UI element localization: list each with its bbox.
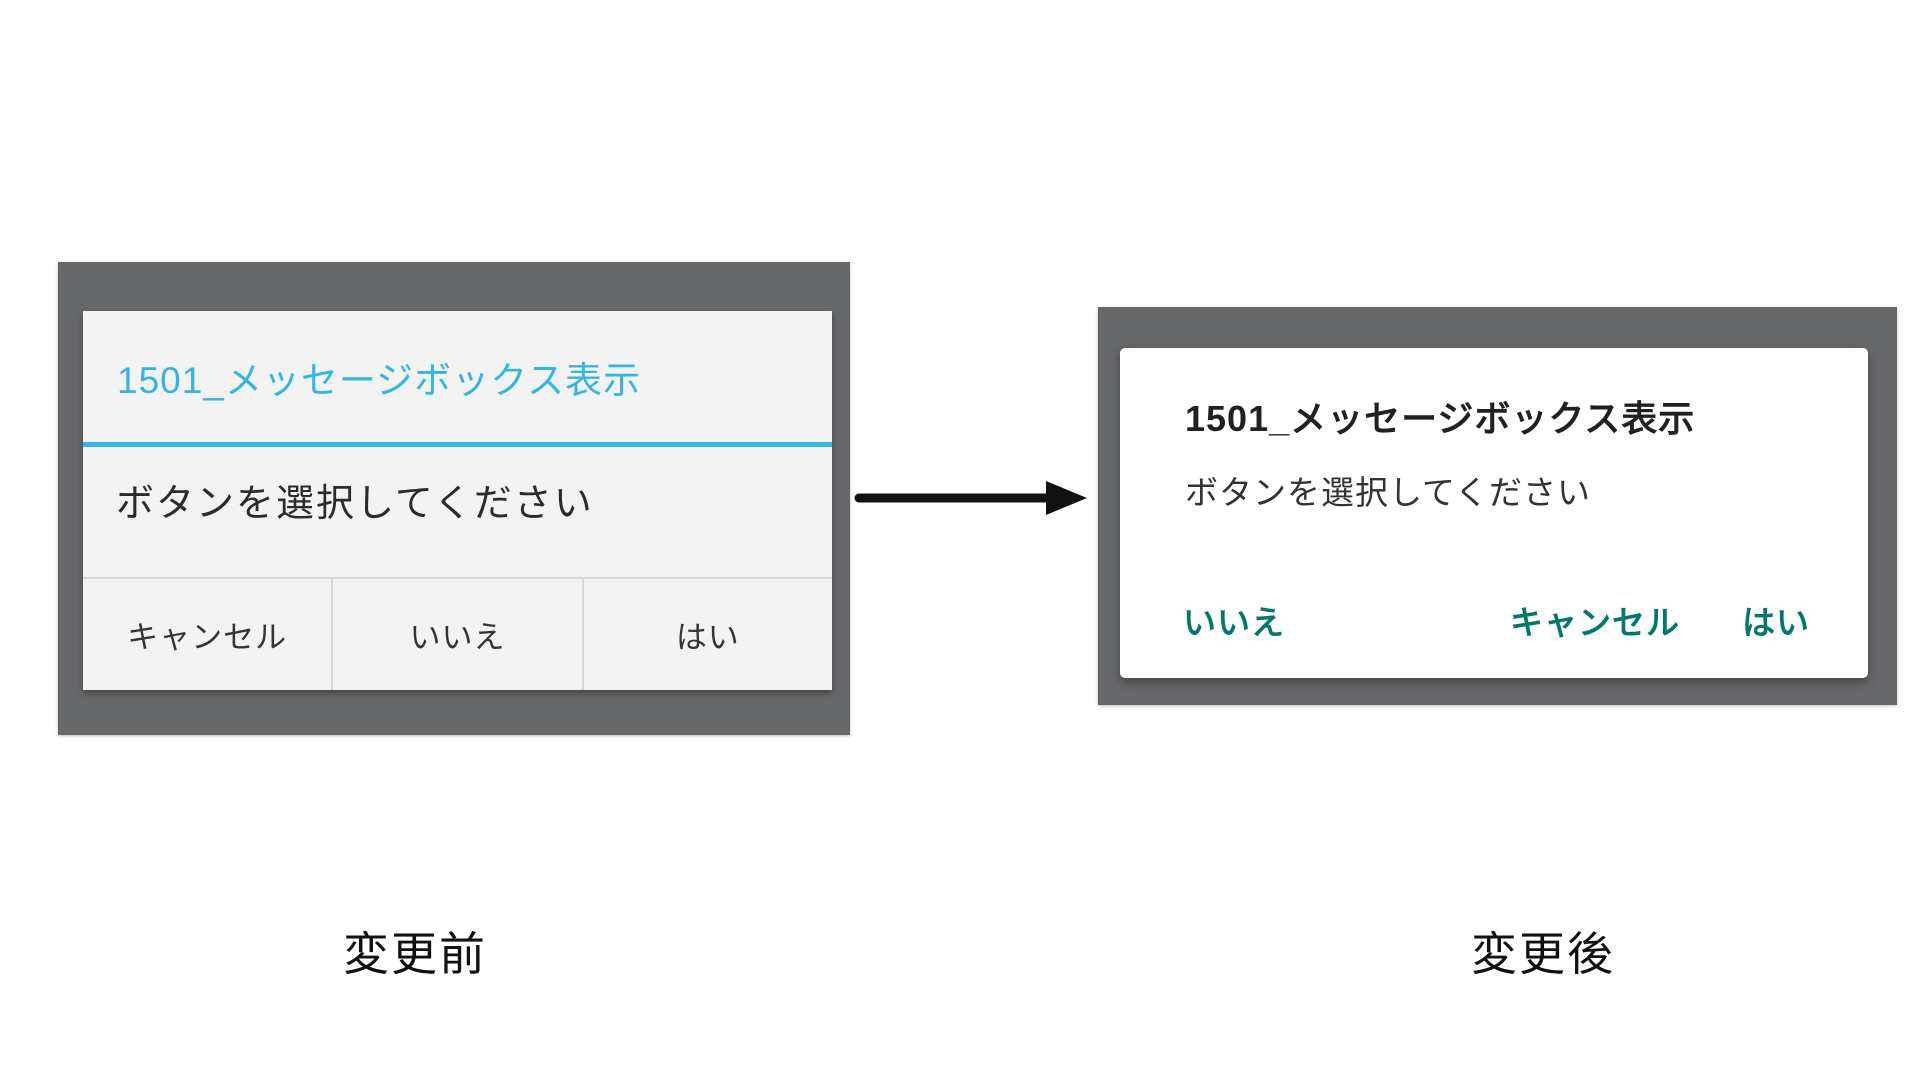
after-dialog-title: 1501_メッセージボックス表示 xyxy=(1185,398,1696,439)
before-dialog: 1501_メッセージボックス表示 ボタンを選択してください キャンセル いいえ … xyxy=(83,311,832,690)
after-yes-button[interactable]: はい xyxy=(1742,596,1810,644)
after-screenshot-frame: 1501_メッセージボックス表示 ボタンを選択してください いいえ キャンセル … xyxy=(1098,307,1897,705)
before-button-bar: キャンセル いいえ はい xyxy=(83,577,832,690)
before-cancel-button[interactable]: キャンセル xyxy=(83,579,331,690)
before-dialog-title: 1501_メッセージボックス表示 xyxy=(117,359,642,401)
before-caption: 変更前 xyxy=(343,928,487,980)
after-cancel-button[interactable]: キャンセル xyxy=(1510,596,1680,644)
after-caption: 変更後 xyxy=(1471,928,1615,980)
before-yes-button[interactable]: はい xyxy=(581,579,832,690)
before-dialog-message: ボタンを選択してください xyxy=(116,483,594,525)
right-arrow-icon xyxy=(854,481,1087,515)
after-no-button[interactable]: いいえ xyxy=(1183,596,1285,644)
before-no-button[interactable]: いいえ xyxy=(331,579,581,690)
after-dialog: 1501_メッセージボックス表示 ボタンを選択してください いいえ キャンセル … xyxy=(1120,348,1868,678)
before-title-divider xyxy=(83,442,832,447)
after-button-bar: いいえ キャンセル はい xyxy=(1183,596,1810,644)
before-screenshot-frame: 1501_メッセージボックス表示 ボタンを選択してください キャンセル いいえ … xyxy=(58,262,850,735)
after-dialog-message: ボタンを選択してください xyxy=(1185,474,1592,511)
